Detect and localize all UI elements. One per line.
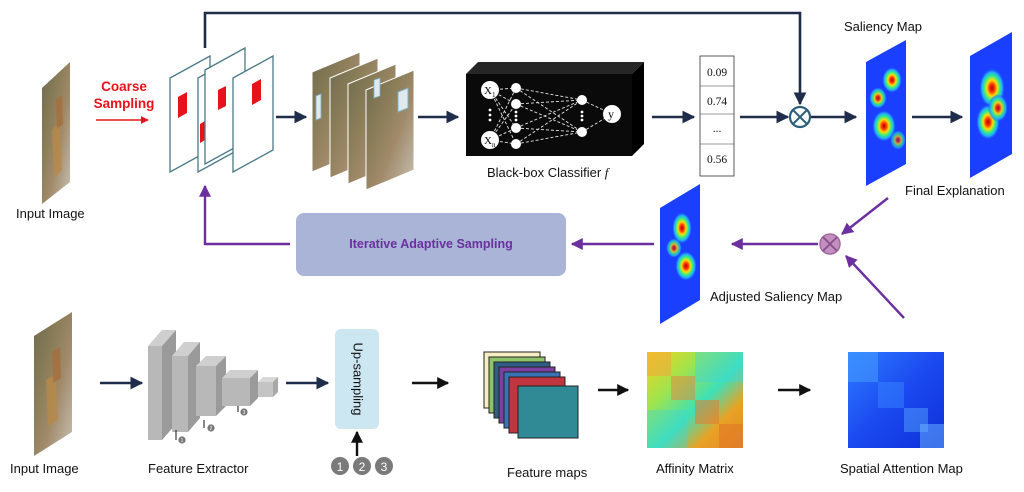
coarse-sampling-label: Coarse Sampling xyxy=(88,78,160,112)
net-input-x1-sub: 1 xyxy=(492,91,496,99)
coarse-sampling-line1: Coarse xyxy=(101,79,147,94)
arrow-saliency-to-adjust xyxy=(841,197,889,235)
layer-marker-3: 3 xyxy=(240,408,248,416)
multiply-node-adjust xyxy=(819,233,841,255)
svg-text:3: 3 xyxy=(381,460,388,474)
feature-extractor-label: Feature Extractor xyxy=(148,461,249,476)
input-image-top xyxy=(42,62,70,204)
feature-maps xyxy=(483,351,579,439)
circled-number-3: 3 xyxy=(375,457,393,475)
saliency-map-label: Saliency Map xyxy=(844,19,923,34)
sampling-masks xyxy=(169,46,274,174)
iterative-sampling-box xyxy=(296,213,566,276)
masked-images xyxy=(311,51,415,191)
feature-extractor xyxy=(148,330,278,440)
black-box-label: Black-box Classifier f xyxy=(487,165,608,181)
svg-text:2: 2 xyxy=(210,426,213,432)
final-explanation-label: Final Explanation xyxy=(905,183,1005,198)
input-image-top-label: Input Image xyxy=(16,206,85,221)
score-4: 0.56 xyxy=(707,154,727,166)
feature-maps-label: Feature maps xyxy=(507,465,588,480)
circled-number-2: 2 xyxy=(353,457,371,475)
black-box-classifier: X 1 X n y xyxy=(466,62,644,156)
svg-text:1: 1 xyxy=(337,460,344,474)
layer-marker-1: 1 xyxy=(178,436,186,444)
adjusted-saliency-map xyxy=(660,184,700,324)
input-image-bottom xyxy=(34,312,72,456)
affinity-matrix xyxy=(647,352,743,448)
net-input-xn: X xyxy=(484,135,492,147)
circled-number-1: 1 xyxy=(331,457,349,475)
score-3: ... xyxy=(713,123,722,135)
spatial-attention-map xyxy=(848,352,944,448)
net-output-y: y xyxy=(608,107,614,121)
svg-text:2: 2 xyxy=(359,460,366,474)
black-box-text: Black-box Classifier xyxy=(487,165,602,180)
coarse-sampling-line2: Sampling xyxy=(93,96,155,111)
upsampling-label: Up-sampling xyxy=(351,343,366,416)
affinity-matrix-label: Affinity Matrix xyxy=(656,461,734,476)
mask-feedback-line xyxy=(203,11,807,106)
iterative-sampling-label: Iterative Adaptive Sampling xyxy=(349,237,513,251)
net-input-x1: X xyxy=(484,85,492,97)
score-1: 0.09 xyxy=(707,67,727,79)
spatial-attention-label: Spatial Attention Map xyxy=(840,461,963,476)
score-column: 0.09 0.74 ... 0.56 xyxy=(699,55,735,177)
upsampling-box xyxy=(335,329,379,429)
svg-text:3: 3 xyxy=(243,410,246,416)
adjusted-saliency-label: Adjusted Saliency Map xyxy=(710,289,843,304)
multiply-node-top xyxy=(788,105,812,129)
net-input-xn-sub: n xyxy=(492,141,496,149)
arrow-iterative-to-masks xyxy=(199,184,290,246)
layer-marker-2: 2 xyxy=(207,424,215,432)
arrow-attention-to-adjust xyxy=(845,255,905,319)
final-explanation-map xyxy=(970,32,1012,178)
score-2: 0.74 xyxy=(707,96,727,108)
input-image-bottom-label: Input Image xyxy=(10,461,79,476)
saliency-map xyxy=(866,40,906,186)
black-box-f: f xyxy=(604,165,609,180)
svg-text:1: 1 xyxy=(181,438,184,444)
